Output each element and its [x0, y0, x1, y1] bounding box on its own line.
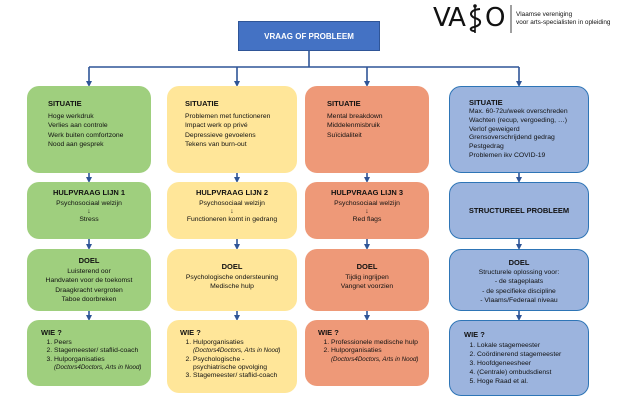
who-box-4: WIE ? Lokale stagemeester Coördinerend s…: [449, 320, 589, 396]
who-box-3: WIE ? Professionele medische hulp Hulpor…: [305, 320, 429, 386]
who-item: Hulporganisaties (Doctors4Doctors, Arts …: [193, 339, 293, 356]
who-list-3: Professionele medische hulp Hulporganisa…: [318, 339, 425, 356]
help-box-4: STRUCTUREEL PROBLEEM: [449, 182, 589, 239]
situation-item: Mental breakdown: [327, 113, 383, 120]
help-line2: Functioneren komt in gedrang: [186, 216, 278, 224]
help-arrow: ↓: [87, 208, 91, 216]
situation-title-3: SITUATIE: [327, 99, 361, 108]
who-title-4: WIE ?: [464, 330, 485, 339]
goal-item: Tijdig ingrijpen: [345, 274, 389, 281]
who-item: Hoge Raad et al.: [477, 377, 584, 386]
logo-wordmark-left: VA: [433, 3, 466, 33]
vraag-of-probleem-box: VRAAG OF PROBLEEM: [238, 21, 380, 51]
goal-title-2: DOEL: [221, 262, 243, 271]
who-item: Psychologische - psychiatrische opvolgin…: [193, 356, 273, 373]
who-note-2: (Doctors4Doctors, Arts in Nood): [193, 347, 281, 355]
help-line1: Psychosociaal welzijn: [199, 200, 265, 207]
who-item: Hulporganisaties: [54, 356, 145, 364]
who-item: Professionele medische hulp: [331, 339, 425, 347]
situation-title-4: SITUATIE: [469, 98, 503, 107]
who-list-1: Peers Stagemeester/ staflid-coach Hulpor…: [41, 339, 145, 364]
help-box-3: HULPVRAAG LIJN 3 Psychosociaal welzijn ↓…: [305, 182, 429, 239]
situation-item: Problemen met functioneren: [185, 113, 271, 120]
situation-item: Wachten (recup, vergoeding, …): [469, 116, 567, 124]
situation-item: Verlies aan controle: [48, 122, 108, 130]
who-title-1: WIE ?: [41, 328, 62, 337]
situation-item: Middelenmisbruik: [327, 122, 380, 130]
who-title-2: WIE ?: [180, 328, 201, 337]
goal-item: Draagkracht vergroten: [55, 286, 123, 294]
help-arrow: ↓: [230, 208, 234, 216]
help-line2: Stress: [79, 216, 99, 224]
who-list-2: Hulporganisaties (Doctors4Doctors, Arts …: [180, 339, 293, 380]
goal-title-1: DOEL: [78, 256, 100, 265]
help-box-2: HULPVRAAG LIJN 2 Psychosociaal welzijn ↓…: [167, 182, 297, 239]
who-item: Coördinerend stagemeester: [477, 350, 584, 359]
logo-tagline-1: Vlaamse vereniging: [516, 11, 573, 18]
goal-item: - de stageplaats: [494, 278, 544, 286]
help-title-2: HULPVRAAG LIJN 2: [195, 188, 269, 197]
situation-item: Verlof geweigerd: [469, 125, 520, 133]
situation-box-4: SITUATIE Max. 60-72u/week overschreden W…: [449, 86, 589, 173]
goal-item: - de specifieke discipline: [482, 287, 556, 295]
who-item: Hulporganisaties: [331, 347, 425, 355]
who-note-1: (Doctors4Doctors, Arts in Nood): [54, 363, 142, 371]
situation-box-3: SITUATIE Mental breakdown Middelenmisbru…: [305, 86, 429, 173]
situation-title-2: SITUATIE: [185, 99, 219, 108]
goal-item: Luisterend oor: [67, 268, 111, 275]
help-line1: Psychosociaal welzijn: [56, 200, 122, 207]
goal-item: Psychologische ondersteuning: [185, 274, 279, 281]
goal-item: Medische hulp: [210, 283, 254, 291]
who-box-1: WIE ? Peers Stagemeester/ staflid-coach …: [27, 320, 151, 386]
who-item: Stagemeester/ staflid-coach: [54, 347, 145, 355]
situation-item: Problemen ikv COVID-19: [469, 151, 546, 159]
who-item: Stagemeester/ staflid-coach: [193, 372, 293, 380]
vraag-of-probleem-label: VRAAG OF PROBLEEM: [264, 31, 354, 41]
goal-item: Handvaten voor de toekomst: [45, 277, 133, 285]
help-title-1: HULPVRAAG LIJN 1: [52, 188, 126, 197]
who-list-4: Lokale stagemeester Coördinerend stageme…: [464, 341, 584, 386]
help-box-1: HULPVRAAG LIJN 1 Psychosociaal welzijn ↓…: [27, 182, 151, 239]
situation-item: Nood aan gesprek: [48, 140, 104, 148]
who-item: (Centrale) ombudsdienst: [477, 368, 584, 377]
goal-item: - Vlaams/Federaal niveau: [480, 296, 558, 304]
goal-item: Structurele oplossing voor:: [478, 269, 560, 276]
goal-box-3: DOEL Tijdig ingrijpen Vangnet voorzien: [305, 249, 429, 311]
goal-box-1: DOEL Luisterend oor Handvaten voor de to…: [27, 249, 151, 311]
situation-box-2: SITUATIE Problemen met functioneren Impa…: [167, 86, 297, 173]
goal-title-3: DOEL: [356, 262, 378, 271]
help-line2: Red flags: [352, 216, 382, 224]
situation-title-1: SITUATIE: [48, 99, 82, 108]
situation-box-1: SITUATIE Hoge werkdruk Verlies aan contr…: [27, 86, 151, 173]
logo-wordmark-right: O: [485, 3, 506, 33]
situation-item: Suïcidaliteit: [327, 131, 362, 139]
help-title-3: HULPVRAAG LIJN 3: [330, 188, 404, 197]
help-title-4: STRUCTUREEL PROBLEEM: [468, 206, 570, 215]
situation-item: Depressieve gevoelens: [185, 131, 256, 139]
help-arrow: ↓: [365, 208, 369, 216]
vaso-logo-mark: [469, 4, 512, 33]
who-item: Lokale stagemeester: [477, 341, 584, 350]
who-note-3: (Doctors4Doctors, Arts in Nood): [331, 355, 419, 363]
situation-item: Werk buiten comfortzone: [48, 131, 124, 139]
goal-item: Taboe doorbreken: [61, 295, 117, 303]
goal-item: Vangnet voorzien: [340, 283, 394, 291]
goal-box-4: DOEL Structurele oplossing voor: - de st…: [449, 249, 589, 311]
situation-item: Max. 60-72u/week overschreden: [469, 108, 568, 115]
goal-box-2: DOEL Psychologische ondersteuning Medisc…: [167, 249, 297, 311]
who-box-2: WIE ? Hulporganisaties (Doctors4Doctors,…: [167, 320, 297, 393]
situation-item: Pestgedrag: [469, 143, 504, 151]
situation-item: Grensoverschrijdend gedrag: [469, 134, 555, 142]
who-item: Peers: [54, 339, 145, 347]
situation-item: Hoge werkdruk: [48, 113, 94, 120]
who-item-text: Hulporganisaties: [193, 339, 244, 346]
situation-item: Tekens van burn-out: [185, 140, 247, 148]
who-title-3: WIE ?: [318, 328, 339, 337]
who-item: Hoofdgeneesheer: [477, 359, 584, 368]
situation-item: Impact werk op privé: [185, 122, 248, 130]
help-line1: Psychosociaal welzijn: [334, 200, 400, 207]
logo-tagline-2: voor arts-specialisten in opleiding: [516, 19, 611, 26]
goal-title-4: DOEL: [508, 258, 530, 267]
